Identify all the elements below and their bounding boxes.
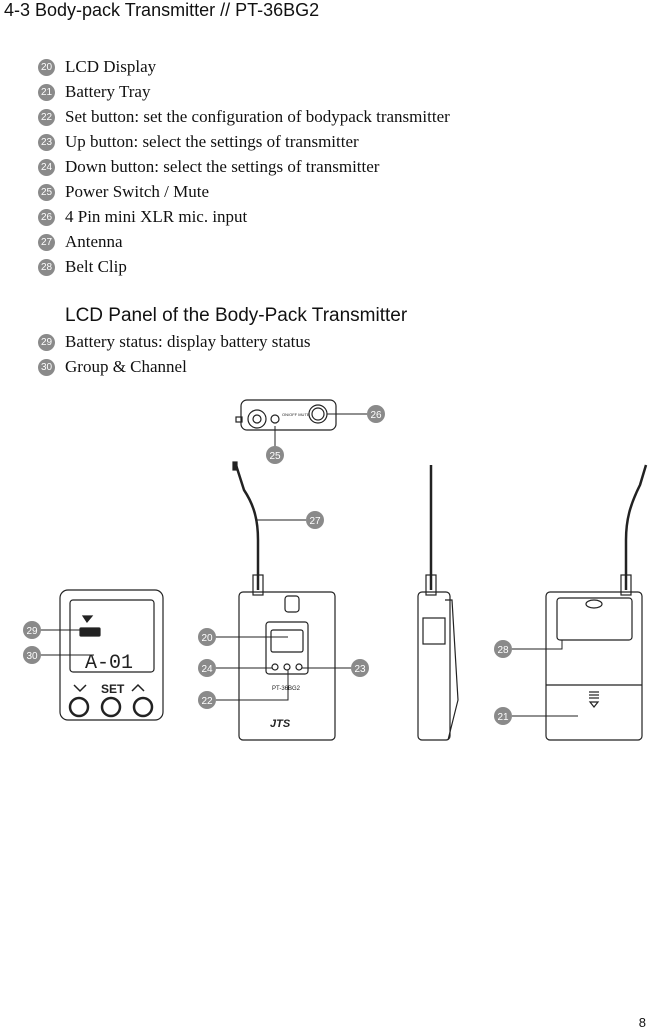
front-view: PT-36BG2 JTS xyxy=(232,461,336,741)
svg-text:25: 25 xyxy=(269,451,281,462)
down-button xyxy=(68,696,90,718)
callouts: 26 25 27 20 24 22 23 29 30 28 21 xyxy=(23,405,512,725)
callout-number: 23 xyxy=(38,133,55,151)
callout-23: 23 xyxy=(351,659,369,677)
svg-text:22: 22 xyxy=(201,696,213,707)
callout-number: 22 xyxy=(38,108,55,126)
callout-21: 21 xyxy=(494,707,512,725)
side-view xyxy=(417,465,459,741)
callout-number: 20 xyxy=(38,58,55,76)
list-item: 28 Belt Clip xyxy=(38,257,127,277)
item-text: Battery Tray xyxy=(65,82,151,101)
lcd-closeup: A-01 SET xyxy=(59,589,164,721)
callout-28: 28 xyxy=(494,640,512,658)
svg-text:28: 28 xyxy=(497,645,509,656)
set-label: SET xyxy=(101,682,125,696)
list-item: 24 Down button: select the settings of tr… xyxy=(38,157,379,177)
svg-text:29: 29 xyxy=(26,626,38,637)
item-text: Battery status: display battery status xyxy=(65,332,311,351)
list-item: 20 LCD Display xyxy=(38,57,156,77)
callout-number: 30 xyxy=(38,358,55,376)
back-view xyxy=(545,464,648,741)
svg-text:20: 20 xyxy=(201,633,213,644)
callout-22: 22 xyxy=(198,691,216,709)
list-item: 22 Set button: set the configuration of b… xyxy=(38,107,450,127)
power-switch-icon xyxy=(270,414,280,424)
callout-26: 26 xyxy=(367,405,385,423)
svg-text:27: 27 xyxy=(309,516,321,527)
item-text: 4 Pin mini XLR mic. input xyxy=(65,207,248,226)
svg-text:30: 30 xyxy=(26,651,38,662)
set-button xyxy=(100,696,122,718)
lcd-readout: A-01 xyxy=(85,652,133,675)
callout-number: 25 xyxy=(38,183,55,201)
callout-20: 20 xyxy=(198,628,216,646)
list-item: 26 4 Pin mini XLR mic. input xyxy=(38,207,247,227)
item-text: Group & Channel xyxy=(65,357,187,376)
svg-text:21: 21 xyxy=(497,712,509,723)
callout-29: 29 xyxy=(23,621,41,639)
list-item: 25 Power Switch / Mute xyxy=(38,182,209,202)
list-item: 30 Group & Channel xyxy=(38,357,187,377)
leader-lines xyxy=(40,413,578,717)
svg-text:26: 26 xyxy=(370,410,382,421)
item-text: Belt Clip xyxy=(65,257,127,276)
svg-text:24: 24 xyxy=(201,664,213,675)
page-number: 8 xyxy=(638,1015,646,1030)
brand-label: JTS xyxy=(270,718,291,730)
callout-number: 26 xyxy=(38,208,55,226)
top-switch-label: ON/OFF MUTE xyxy=(282,412,310,417)
item-text: Power Switch / Mute xyxy=(65,182,210,201)
callout-number: 29 xyxy=(38,333,55,351)
svg-text:23: 23 xyxy=(354,664,366,675)
item-text: Antenna xyxy=(65,232,123,251)
list-item: 29 Battery status: display battery status xyxy=(38,332,311,352)
callout-number: 24 xyxy=(38,158,55,176)
item-text: Up button: select the settings of transm… xyxy=(65,132,359,151)
top-view: ON/OFF MUTE xyxy=(235,399,337,431)
model-label: PT-36BG2 xyxy=(272,686,301,692)
callout-number: 21 xyxy=(38,83,55,101)
up-button xyxy=(132,696,154,718)
list-item: 21 Battery Tray xyxy=(38,82,150,102)
callout-30: 30 xyxy=(23,646,41,664)
callout-24: 24 xyxy=(198,659,216,677)
signal-icon xyxy=(81,615,94,624)
section-heading: LCD Panel of the Body-Pack Transmitter xyxy=(65,305,408,326)
page-title: 4-3 Body-pack Transmitter // PT-36BG2 xyxy=(4,0,320,20)
battery-icon xyxy=(79,627,101,637)
callout-number: 27 xyxy=(38,233,55,251)
item-text: LCD Display xyxy=(65,57,157,76)
callout-number: 28 xyxy=(38,258,55,276)
list-item: 23 Up button: select the settings of tran… xyxy=(38,132,359,152)
callout-25: 25 xyxy=(266,446,284,464)
list-item: 27 Antenna xyxy=(38,232,123,252)
callout-27: 27 xyxy=(306,511,324,529)
belt-clip-icon xyxy=(556,597,633,641)
item-text: Down button: select the settings of tran… xyxy=(65,157,380,176)
item-text: Set button: set the configuration of bod… xyxy=(65,107,450,126)
